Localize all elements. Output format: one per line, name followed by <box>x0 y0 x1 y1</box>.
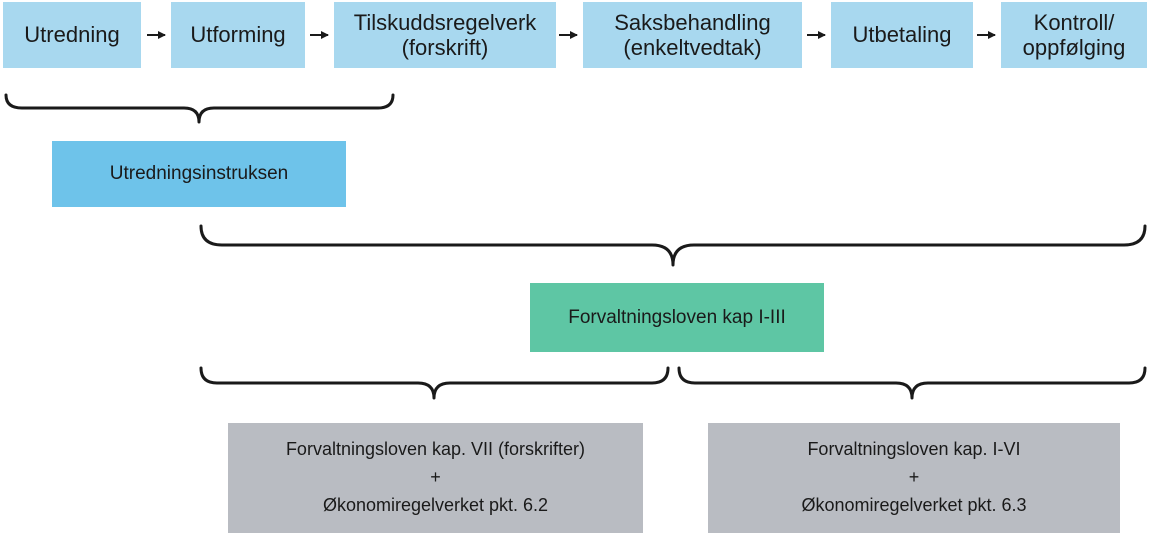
stage-utforming: Utforming <box>171 2 305 68</box>
plus-sign: + <box>908 467 920 488</box>
box-line: Økonomiregelverket pkt. 6.2 <box>322 494 549 515</box>
stage-label: Utforming <box>190 22 286 48</box>
brace-utredningsinstruksen <box>4 93 395 124</box>
brace-enkeltvedtak <box>677 366 1147 400</box>
forvaltningsloven-kap-i-iii-box: Forvaltningsloven kap I-III <box>530 283 824 352</box>
stage-label: Tilskuddsregelverk <box>353 9 537 35</box>
stage-label: Saksbehandling <box>614 9 771 35</box>
stage-tilskuddsregelverk: Tilskuddsregelverk (forskrift) <box>334 2 556 68</box>
box-line: Forvaltningsloven kap. I-VI <box>807 439 1021 460</box>
enkeltvedtak-regelverk-box: Forvaltningsloven kap. I-VI + Økonomireg… <box>708 423 1120 533</box>
stage-sublabel: (enkeltvedtak) <box>623 35 762 60</box>
plus-sign: + <box>430 467 441 488</box>
stage-sublabel: oppfølging <box>1022 35 1126 60</box>
utredningsinstruksen-label: Utredningsinstruksen <box>109 163 289 185</box>
stage-label: Utredning <box>24 22 120 48</box>
forvaltningsloven-kap-i-iii-label: Forvaltningsloven kap I-III <box>568 306 786 328</box>
stage-label: Kontroll/ <box>1033 9 1115 35</box>
stage-utredning: Utredning <box>3 2 141 68</box>
stage-utbetaling: Utbetaling <box>831 2 973 68</box>
box-line: Forvaltningsloven kap. VII (forskrifter) <box>285 439 586 460</box>
forskrifter-regelverk-box: Forvaltningsloven kap. VII (forskrifter)… <box>228 423 643 533</box>
brace-forvaltningsloven <box>199 224 1147 267</box>
utredningsinstruksen-box: Utredningsinstruksen <box>52 141 346 207</box>
stage-kontroll-oppfolging: Kontroll/ oppfølging <box>1001 2 1147 68</box>
stage-saksbehandling: Saksbehandling (enkeltvedtak) <box>583 2 802 68</box>
box-line: Økonomiregelverket pkt. 6.3 <box>801 494 1027 515</box>
stage-label: Utbetaling <box>852 22 952 48</box>
stage-sublabel: (forskrift) <box>401 35 489 60</box>
brace-forskrifter <box>199 366 670 400</box>
